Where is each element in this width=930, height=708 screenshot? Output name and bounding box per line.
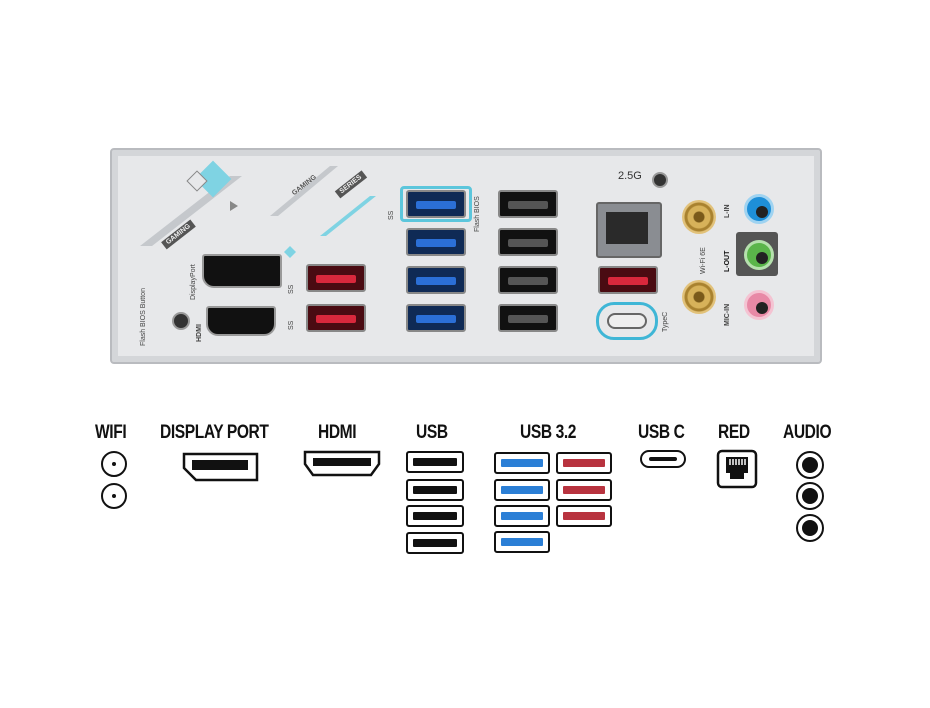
legend-label-hdmi: HDMI [318, 422, 357, 443]
displayport-icon [182, 452, 259, 482]
usbc-highlight [596, 302, 658, 340]
flash-bios-button-label: Flash BIOS Button [140, 288, 147, 346]
shield-graphic [140, 160, 376, 258]
legend-label-usb: USB [416, 422, 448, 443]
hdmi-port[interactable] [206, 306, 276, 336]
ethernet-icon [716, 449, 758, 489]
usb32-blue-icon [494, 479, 550, 501]
flash-bios-port-label: Flash BIOS [474, 196, 481, 232]
usb-red-port-2[interactable] [306, 304, 366, 332]
usb-black-port-1[interactable] [498, 190, 558, 218]
ss-label-b1: SS [388, 210, 395, 220]
wifi-antenna-icon [101, 483, 127, 509]
audio-line-out[interactable] [744, 240, 774, 270]
wifi-antenna-icon [101, 451, 127, 477]
wifi-antenna-2[interactable] [682, 280, 716, 314]
l-out-label: L-OUT [724, 250, 731, 272]
audio-mic-in[interactable] [744, 290, 774, 320]
usb32-blue-icon [494, 452, 550, 474]
usb-black-port-2[interactable] [498, 228, 558, 256]
audio-jack-icon [796, 482, 824, 510]
legend-label-display-port: DISPLAY PORT [160, 422, 269, 443]
audio-jack-icon [796, 451, 824, 479]
usb-blue-port-4[interactable] [406, 304, 466, 332]
legend-label-red: RED [718, 422, 750, 443]
usb32-blue-icon [494, 505, 550, 527]
flash-bios-usb-highlight [400, 186, 472, 222]
flash-bios-button[interactable] [172, 312, 190, 330]
usb-red-port-3[interactable] [598, 266, 658, 294]
wifi-antenna-1[interactable] [682, 200, 716, 234]
legend-label-wifi: WIFI [95, 422, 127, 443]
ss10-label-2: SS [288, 320, 295, 330]
audio-jack-icon [796, 514, 824, 542]
legend-label-usb32: USB 3.2 [520, 422, 577, 443]
legend-label-usbc: USB C [638, 422, 685, 443]
typec-label: TypeC [662, 311, 669, 332]
usb-black-port-3[interactable] [498, 266, 558, 294]
usb-blue-port-2[interactable] [406, 228, 466, 256]
usb-icon [406, 505, 464, 527]
screw-icon [652, 172, 668, 188]
usb-black-port-4[interactable] [498, 304, 558, 332]
displayport-label: DisplayPort [190, 264, 197, 300]
wifi-label: Wi-Fi 6E [700, 247, 707, 274]
l-in-label: L-IN [724, 204, 731, 218]
ss10-label-1: SS [288, 284, 295, 294]
usb32-blue-icon [494, 531, 550, 553]
hdmi-icon [303, 450, 381, 477]
displayport-port[interactable] [202, 254, 282, 288]
usb-blue-port-3[interactable] [406, 266, 466, 294]
lan-speed-label: 2.5G [618, 170, 642, 182]
usb32-red-icon [556, 452, 612, 474]
legend-label-audio: AUDIO [783, 422, 832, 443]
io-shield: GAMING GAMING SERIES Flash BIOS Button D… [110, 148, 822, 364]
usb-icon [406, 451, 464, 473]
usb-red-port-1[interactable] [306, 264, 366, 292]
usb-icon [406, 479, 464, 501]
usbc-icon [640, 450, 686, 468]
ethernet-port[interactable] [596, 202, 662, 258]
usb32-red-icon [556, 505, 612, 527]
usb-icon [406, 532, 464, 554]
usb-blue-port-1[interactable] [406, 190, 466, 218]
mic-in-label: MIC-IN [724, 303, 731, 326]
hdmi-label: HDMI [196, 324, 203, 342]
audio-line-in[interactable] [744, 194, 774, 224]
usb32-red-icon [556, 479, 612, 501]
